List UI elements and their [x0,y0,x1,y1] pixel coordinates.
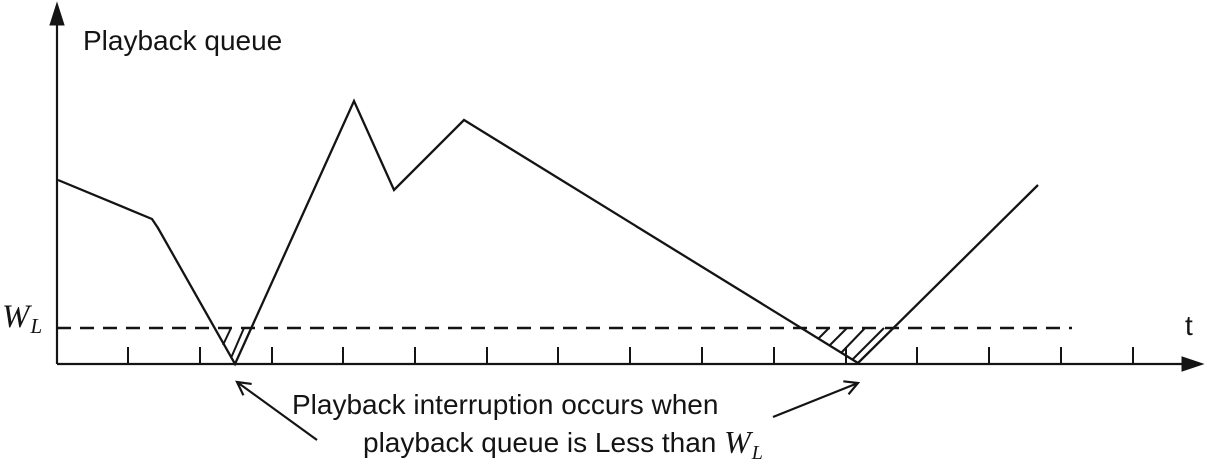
annotation-math-base: W [724,424,751,460]
x-axis-arrowhead-icon [1181,356,1205,372]
y-axis-arrowhead-icon [49,1,65,26]
interruption-hatch-line [222,327,232,346]
threshold-label-subscript: L [30,314,43,338]
annotation-arrow [772,380,861,419]
interruption-hatch-line [840,327,866,354]
interruption-hatch-line [817,327,830,340]
annotation-math-subscript: L [751,442,763,461]
annotation-line1: Playback interruption occurs when [292,389,719,420]
threshold-label: WL [2,299,42,337]
interruption-hatch-line [851,327,885,361]
playback-queue-curve [57,98,1039,367]
y-axis-title: Playback queue [83,25,283,56]
annotation-arrow [235,380,318,441]
annotation-line2-text: playback queue is Less than [363,427,725,458]
interruption-hatch-line [828,327,848,347]
interruption-hatch-line [230,327,245,359]
x-axis-label: t [1185,310,1193,341]
annotation-line2: playback queue is Less than WL [363,424,763,461]
threshold-label-base: W [2,299,30,335]
